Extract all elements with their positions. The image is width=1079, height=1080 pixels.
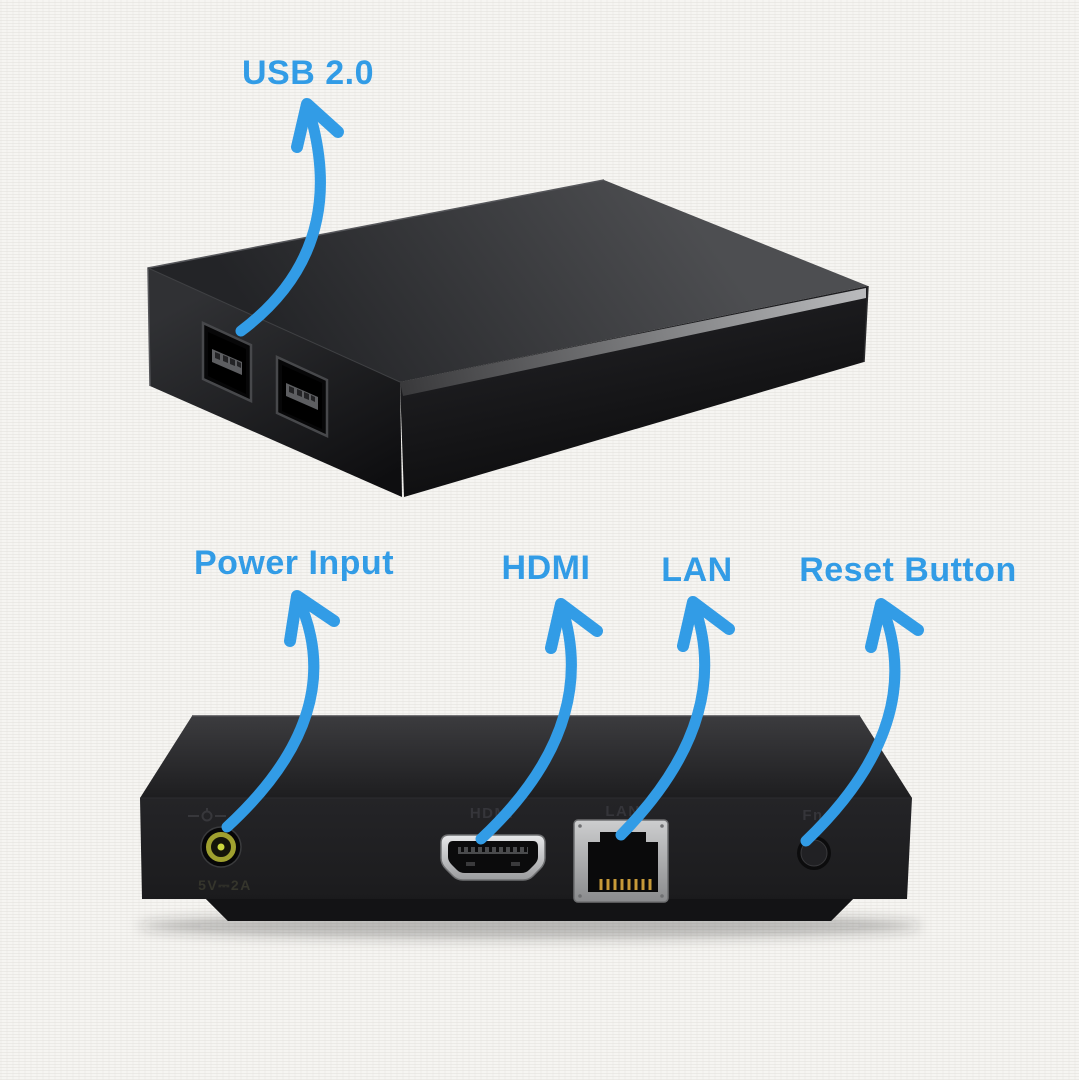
lan-port bbox=[573, 819, 669, 903]
usb-port-2 bbox=[275, 355, 329, 438]
device-usb-face bbox=[148, 268, 402, 497]
hdmi-port bbox=[440, 834, 546, 881]
callout-power-label: Power Input bbox=[193, 544, 395, 582]
hdmi-arrow bbox=[475, 598, 603, 845]
device-front-face bbox=[400, 286, 868, 497]
reset-button-marking: Fn bbox=[802, 807, 823, 824]
reset-arrow bbox=[800, 598, 924, 847]
rear-device-photo: 5V⎓2A HDMI bbox=[138, 715, 922, 939]
rear-base-chamfer bbox=[206, 899, 853, 921]
callout-hdmi-label: HDMI bbox=[501, 549, 591, 587]
device-edge-line bbox=[147, 267, 401, 383]
usb-port-1 bbox=[201, 321, 253, 403]
device-right-edge bbox=[863, 285, 869, 363]
rear-top-face bbox=[140, 716, 912, 798]
device-edge-chamfer bbox=[400, 288, 866, 396]
dc-polarity-icon bbox=[188, 808, 226, 822]
power-arrow bbox=[221, 590, 340, 833]
lan-arrow bbox=[615, 596, 735, 841]
dc-power-jack bbox=[200, 826, 242, 868]
callout-usb-label: USB 2.0 bbox=[242, 54, 374, 92]
callout-reset-label: Reset Button bbox=[799, 551, 1017, 589]
callout-lan-label: LAN bbox=[661, 551, 733, 589]
power-rating-marking: 5V⎓2A bbox=[198, 877, 252, 893]
lan-port-marking: LAN bbox=[605, 803, 640, 820]
usb-arrow bbox=[235, 98, 344, 337]
device-top-face bbox=[148, 180, 868, 382]
top-device-photo bbox=[147, 179, 869, 497]
